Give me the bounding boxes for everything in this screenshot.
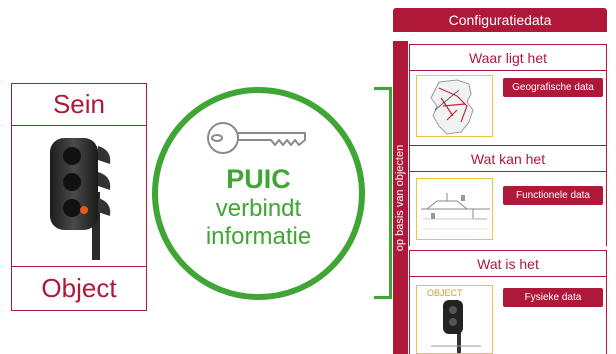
puic-line-informatie: informatie <box>205 223 312 250</box>
section-body-waar: Geografische data <box>409 71 607 145</box>
object-label: Object <box>12 266 146 310</box>
green-bracket <box>374 87 392 299</box>
key-icon <box>207 122 306 154</box>
object-tag: OBJECT <box>427 288 463 298</box>
badge-geografische-data: Geografische data <box>503 78 603 97</box>
badge-functionele-data: Functionele data <box>503 186 603 205</box>
vertical-label-text: op basis van objecten <box>394 144 407 251</box>
vertical-red-strip <box>393 41 408 354</box>
sein-label: Sein <box>12 84 146 126</box>
signal-object-thumbnail: OBJECT <box>416 285 493 354</box>
section-body-wat-kan: Functionele data <box>409 172 607 246</box>
puic-title: PUIC <box>226 164 291 194</box>
badge-fysieke-data: Fysieke data <box>503 288 603 307</box>
section-title-waar: Waar ligt het <box>409 44 607 71</box>
functional-diagram-thumbnail <box>416 178 493 240</box>
netherlands-map-thumbnail <box>416 75 493 137</box>
section-body-wat-is: OBJECT Fysieke data <box>409 277 607 354</box>
section-title-wat-is: Wat is het <box>409 250 607 277</box>
section-title-wat-kan: Wat kan het <box>409 145 607 172</box>
traffic-signal-icon <box>50 138 111 260</box>
puic-circle: PUIC verbindt informatie <box>152 87 365 300</box>
sein-object-card: Sein Object <box>11 83 147 311</box>
puic-line-verbindt: verbindt <box>215 195 302 222</box>
vertical-label: op basis van objecten <box>393 41 408 354</box>
configuratiedata-header: Configuratiedata <box>393 8 607 32</box>
